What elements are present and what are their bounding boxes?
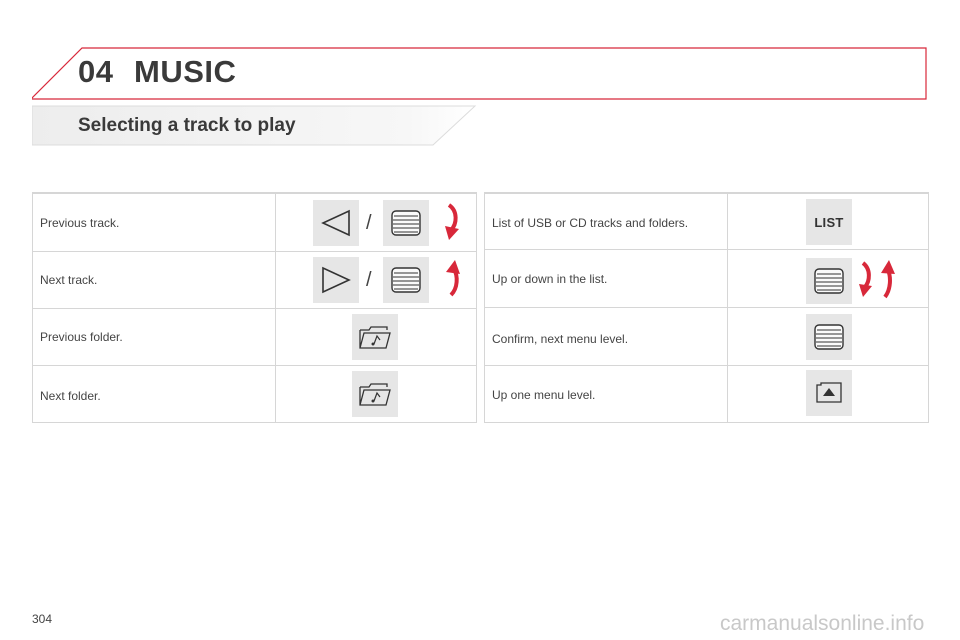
- left-controls-table: Previous track. / Next track.: [32, 192, 477, 423]
- chapter-title: MUSIC: [134, 54, 237, 89]
- music-folder-icon: [359, 383, 391, 406]
- row-label: List of USB or CD tracks and folders.: [492, 216, 689, 230]
- next-track-button[interactable]: [313, 257, 359, 303]
- row-label: Confirm, next menu level.: [492, 332, 629, 346]
- rotate-up-arrow-icon: [446, 260, 460, 297]
- right-controls-table: List of USB or CD tracks and folders. LI…: [484, 192, 929, 423]
- table-row-next-track: Next track. /: [33, 251, 476, 308]
- chapter-header-bar: [32, 46, 928, 101]
- previous-track-button[interactable]: [313, 200, 359, 246]
- chapter-bar-shape: [32, 47, 927, 100]
- list-button-label: LIST: [814, 214, 844, 230]
- rotate-up-down-arrows-icon: [859, 260, 895, 299]
- dial-control-button[interactable]: [383, 200, 429, 246]
- watermark: carmanualsonline.info: [720, 612, 925, 635]
- table-row-next-folder: Next folder.: [33, 365, 476, 422]
- back-arrow-icon: [816, 382, 842, 403]
- row-label: Up or down in the list.: [492, 272, 608, 286]
- rotary-dial-icon: [391, 210, 421, 236]
- row-label: Previous folder.: [40, 330, 123, 344]
- table-row-previous-folder: Previous folder.: [33, 308, 476, 365]
- back-button[interactable]: [806, 370, 852, 416]
- row-label: Up one menu level.: [492, 388, 596, 402]
- separator-slash: /: [366, 212, 372, 234]
- table-row-back: Up one menu level.: [485, 365, 928, 422]
- table-row-up-down: Up or down in the list.: [485, 249, 928, 307]
- triangle-right-icon: [322, 266, 351, 294]
- previous-folder-button[interactable]: [352, 314, 398, 360]
- list-button[interactable]: LIST: [806, 199, 852, 245]
- rotary-dial-icon: [814, 268, 844, 294]
- row-label: Next folder.: [40, 389, 101, 403]
- row-label: Previous track.: [40, 216, 120, 230]
- triangle-left-icon: [321, 209, 350, 237]
- section-bar-shape: [32, 105, 477, 146]
- music-folder-icon: [359, 326, 391, 349]
- table-row-list: List of USB or CD tracks and folders. LI…: [485, 193, 928, 249]
- rotary-dial-icon: [814, 324, 844, 350]
- row-label: Next track.: [40, 273, 98, 287]
- page-number: 304: [32, 612, 53, 626]
- dial-control-button[interactable]: [806, 258, 852, 304]
- table-row-previous-track: Previous track. /: [33, 193, 476, 251]
- table-column-divider: [275, 193, 276, 422]
- rotary-dial-icon: [391, 267, 421, 293]
- section-header-bar: [32, 104, 477, 146]
- table-row-confirm: Confirm, next menu level.: [485, 307, 928, 365]
- next-folder-button[interactable]: [352, 371, 398, 417]
- section-title: Selecting a track to play: [78, 115, 296, 136]
- rotate-down-arrow-icon: [445, 203, 459, 240]
- dial-press-button[interactable]: [806, 314, 852, 360]
- chapter-number: 04: [78, 54, 114, 89]
- separator-slash: /: [366, 269, 372, 291]
- dial-control-button[interactable]: [383, 257, 429, 303]
